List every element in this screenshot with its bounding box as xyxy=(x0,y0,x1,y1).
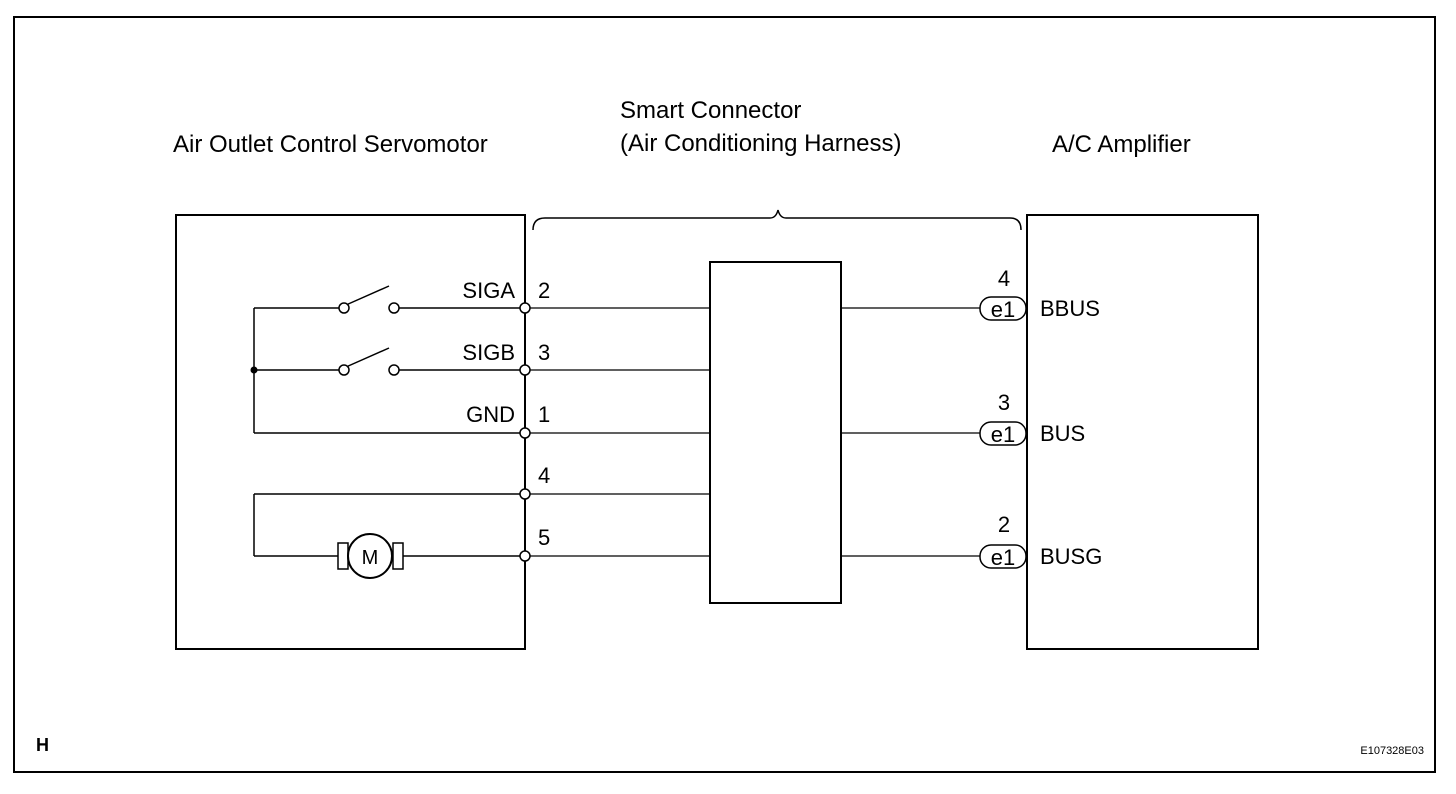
harness-wires xyxy=(525,307,980,557)
terminal-siga-label: SIGA xyxy=(462,278,515,303)
switch-b-contact-right xyxy=(388,364,400,376)
terminal-sigb-label: SIGB xyxy=(462,340,515,365)
servomotor-terminal-3 xyxy=(519,364,531,376)
figure-id: E107328E03 xyxy=(1360,745,1424,757)
amplifier-connector-busg: e1 xyxy=(979,544,1027,570)
servomotor-terminal-1 xyxy=(519,427,531,439)
switch-a-contact-right xyxy=(388,302,400,314)
smart-connector-subtitle: (Air Conditioning Harness) xyxy=(620,130,901,157)
servomotor-terminal-4 xyxy=(519,488,531,500)
amplifier-connector-bbus: e1 xyxy=(979,296,1027,322)
junction-dot xyxy=(250,366,258,374)
servomotor-terminal-2 xyxy=(519,302,531,314)
smart-connector-brace xyxy=(532,209,1022,231)
amplifier-box xyxy=(1026,214,1259,650)
connector-code-busg: e1 xyxy=(991,545,1015,570)
servomotor-title: Air Outlet Control Servomotor xyxy=(173,131,488,158)
terminal-bbus-label: BBUS xyxy=(1040,296,1100,321)
connector-code-bus: e1 xyxy=(991,422,1015,447)
servomotor-pin-5: 5 xyxy=(538,525,550,550)
motor-symbol: M xyxy=(337,533,404,579)
servomotor-pin-3: 3 xyxy=(538,340,550,365)
amplifier-pin-2: 2 xyxy=(998,512,1010,537)
amplifier-connector-bus: e1 xyxy=(979,421,1027,447)
connector-code-bbus: e1 xyxy=(991,297,1015,322)
terminal-bus-label: BUS xyxy=(1040,421,1085,446)
amplifier-title: A/C Amplifier xyxy=(1052,131,1191,158)
servomotor-pin-1: 1 xyxy=(538,402,550,427)
servomotor-terminal-5 xyxy=(519,550,531,562)
terminal-gnd-label: GND xyxy=(466,402,515,427)
terminal-busg-label: BUSG xyxy=(1040,544,1102,569)
amplifier-pin-4: 4 xyxy=(998,266,1010,291)
diagram-frame xyxy=(13,16,1436,773)
switch-b-contact-left xyxy=(338,364,350,376)
corner-label: H xyxy=(36,735,49,755)
smart-connector-box xyxy=(709,261,842,604)
servomotor-pin-2: 2 xyxy=(538,278,550,303)
amplifier-pin-3: 3 xyxy=(998,390,1010,415)
switch-a-contact-left xyxy=(338,302,350,314)
motor-label: M xyxy=(362,547,379,569)
servomotor-pin-4: 4 xyxy=(538,463,550,488)
smart-connector-title: Smart Connector xyxy=(620,97,801,124)
